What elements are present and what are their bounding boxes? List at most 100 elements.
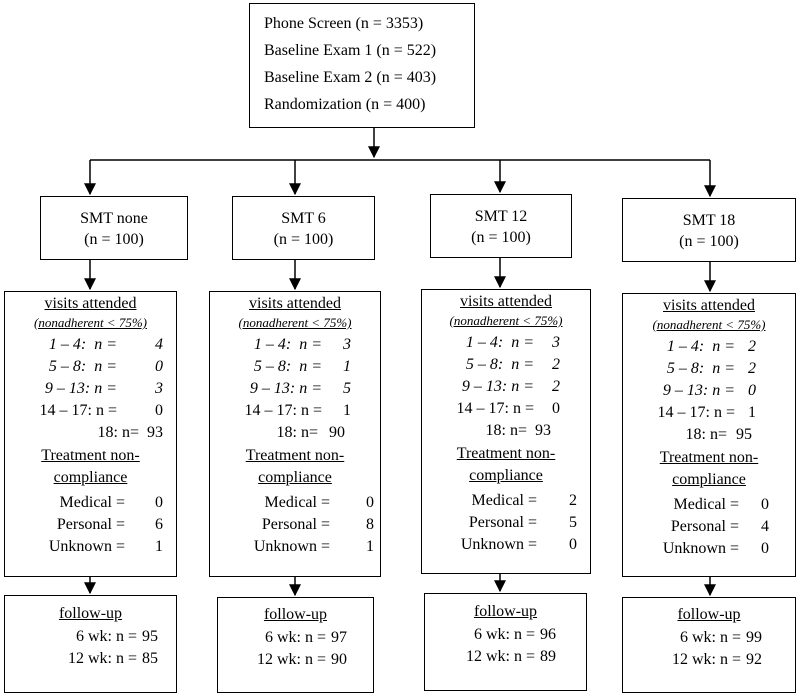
followup-12wk-value: 85 [142,650,158,667]
followup-6wk-row: 6 wk: n = [473,626,535,643]
visits-row-5-8: 5 – 8: n = [465,356,534,373]
arm-n: (n = 100) [679,233,739,250]
treatment-noncompliance-line1: Treatment non- [456,445,556,462]
medical-value: 0 [761,496,769,513]
baseline-exam-1-text: Baseline Exam 1 (n = 522) [264,42,437,59]
followup-title: follow-up [677,606,741,623]
arm-n: (n = 100) [84,231,144,248]
visits-box-smt-none: visits attended (nonadherent < 75%) 1 – … [4,291,177,577]
visits-row-9-13: 9 – 13: n = [461,378,534,395]
personal-value: 5 [569,514,577,531]
treatment-noncompliance-line1: Treatment non- [245,447,345,464]
followup-title: follow-up [263,606,328,623]
followup-6wk-value: 99 [746,629,762,646]
visits-row-9-13: 9 – 13: n = [44,380,117,397]
arm-n: (n = 100) [273,231,334,248]
visits-value-1-4: 4 [155,336,163,353]
nonadherent-note: (nonadherent < 75%) [34,315,147,330]
unknown-row: Unknown = [253,538,330,555]
arm-name: SMT 18 [682,212,736,229]
followup-box-smt-12: follow-up 6 wk: n = 96 12 wk: n = 89 [424,593,587,691]
visits-attended-title: visits attended [249,295,341,312]
baseline-exam-2-text: Baseline Exam 2 (n = 403) [264,69,437,86]
medical-value: 2 [569,492,577,509]
followup-12wk-row: 12 wk: n = [671,651,741,668]
unknown-row: Unknown = [662,540,739,557]
medical-row: Medical = [264,494,330,511]
visits-attended-title: visits attended [44,295,137,312]
followup-6wk-value: 97 [331,629,347,646]
phone-screen-text: Phone Screen (n = 3353) [264,15,424,32]
medical-row: Medical = [59,494,125,511]
visits-row-14-17: 14 – 17: n = [657,404,735,421]
visits-row-1-4: 1 – 4: n = [48,336,117,353]
visits-value-14-17: 0 [155,402,163,419]
arm-name: SMT 6 [281,210,326,227]
visits-value-18: 93 [147,424,163,441]
visits-row-18: 18: n= [485,422,527,439]
visits-box-smt-6: visits attended (nonadherent < 75%) 1 – … [209,291,381,577]
visits-row-5-8: 5 – 8: n = [253,358,322,375]
medical-row: Medical = [673,496,739,513]
followup-6wk-row: 6 wk: n = [679,629,741,646]
followup-12wk-row: 12 wk: n = [67,650,137,667]
visits-attended-title: visits attended [460,293,552,310]
arm-name: SMT none [80,210,148,227]
treatment-noncompliance-line2: compliance [53,469,128,486]
unknown-row: Unknown = [460,536,537,553]
visits-value-18: 95 [736,426,752,443]
followup-12wk-row: 12 wk: n = [465,648,535,665]
visits-row-9-13: 9 – 13: n = [662,382,735,399]
visits-value-14-17: 1 [748,404,756,421]
visits-value-9-13: 5 [343,380,351,397]
treatment-noncompliance-line2: compliance [469,467,543,484]
treatment-noncompliance-line2: compliance [258,469,332,486]
visits-value-5-8: 1 [343,358,351,375]
unknown-row: Unknown = [48,538,125,555]
followup-box-smt-18: follow-up 6 wk: n = 99 12 wk: n = 92 [622,597,796,693]
followup-12wk-value: 92 [746,651,762,668]
medical-value: 0 [155,494,163,511]
visits-value-18: 93 [535,422,551,439]
visits-value-18: 90 [329,424,345,441]
followup-6wk-value: 96 [540,626,556,643]
visits-row-1-4: 1 – 4: n = [253,336,322,353]
visits-value-9-13: 3 [155,380,163,397]
medical-row: Medical = [471,492,537,509]
nonadherent-note: (nonadherent < 75%) [449,313,563,328]
followup-box-smt-6: follow-up 6 wk: n = 97 12 wk: n = 90 [217,597,374,693]
nonadherent-note: (nonadherent < 75%) [652,317,766,332]
unknown-value: 0 [761,540,769,557]
visits-row-18: 18: n= [276,424,318,441]
personal-value: 4 [761,518,769,535]
personal-row: Personal = [261,516,330,533]
visits-value-5-8: 0 [155,358,163,375]
unknown-value: 0 [569,536,577,553]
arm-name: SMT 12 [474,208,528,225]
followup-6wk-value: 95 [142,628,158,645]
personal-value: 6 [155,516,163,533]
visits-row-5-8: 5 – 8: n = [666,360,735,377]
visits-row-9-13: 9 – 13: n = [249,380,322,397]
visits-row-1-4: 1 – 4: n = [465,334,534,351]
visits-row-14-17: 14 – 17: n = [244,402,322,419]
followup-12wk-value: 90 [331,651,347,668]
unknown-value: 1 [155,538,163,555]
followup-box-smt-none: follow-up 6 wk: n = 95 12 wk: n = 85 [4,595,177,693]
visits-value-1-4: 3 [552,334,560,351]
arm-box-smt-none: SMT none (n = 100) [40,196,188,260]
visits-value-1-4: 3 [343,336,351,353]
arm-box-smt-12: SMT 12 (n = 100) [430,194,572,258]
visits-value-9-13: 2 [552,378,560,395]
visits-value-5-8: 2 [748,360,756,377]
visits-attended-title: visits attended [663,297,755,314]
visits-row-14-17: 14 – 17: n = [456,400,534,417]
visits-row-18: 18: n= [97,424,139,441]
personal-row: Personal = [468,514,537,531]
followup-12wk-value: 89 [540,648,556,665]
visits-row-18: 18: n= [685,426,727,443]
treatment-noncompliance-line1: Treatment non- [41,447,140,464]
followup-6wk-row: 6 wk: n = [264,629,326,646]
followup-6wk-row: 6 wk: n = [75,628,137,645]
personal-value: 8 [366,516,374,533]
